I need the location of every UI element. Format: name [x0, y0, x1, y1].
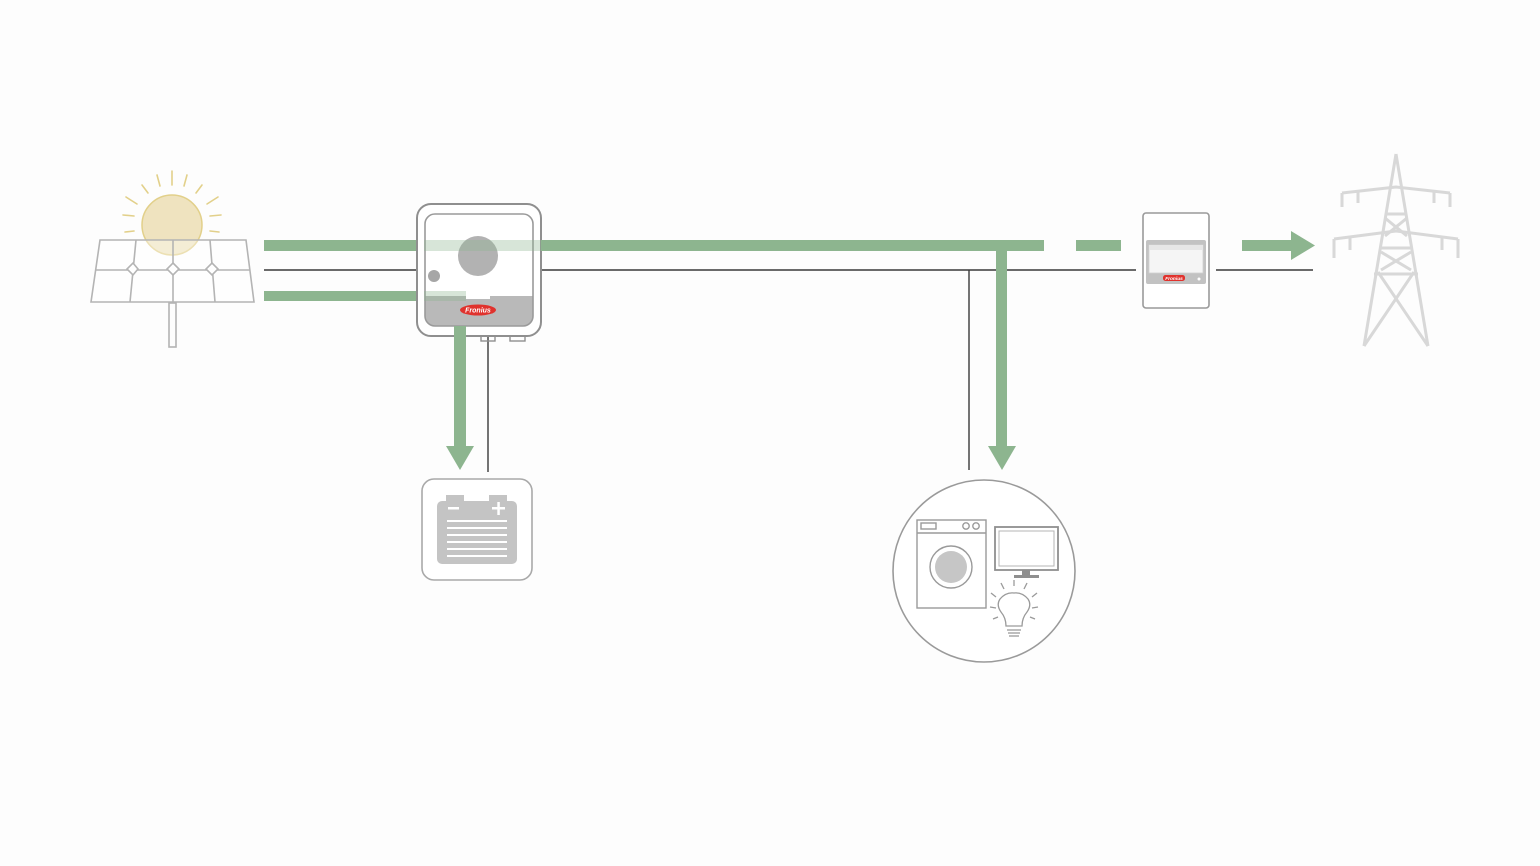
energy-flow-to-battery	[446, 326, 474, 470]
energy-flow-to-loads	[988, 251, 1016, 470]
washing-machine-icon	[916, 519, 987, 609]
ac-dc-cabling	[264, 269, 1313, 472]
meter-logo-text: Fronius	[1165, 276, 1183, 282]
energy-flow-through-inverter	[424, 240, 542, 301]
light-bulb-icon	[989, 580, 1039, 637]
household-loads-icon	[892, 479, 1076, 663]
energy-flow-pv-to-inverter	[264, 240, 424, 301]
smart-meter-icon: Fronius	[1142, 212, 1210, 309]
inverter-logo-text: Fronius	[465, 308, 491, 315]
battery-icon	[421, 478, 533, 581]
solar-panel-icon	[90, 239, 255, 348]
energy-flow-inverter-to-grid	[541, 231, 1315, 260]
power-pylon-icon	[1332, 153, 1460, 347]
meter-fronius-logo: Fronius	[1163, 275, 1185, 282]
fronius-logo: Fronius	[460, 304, 496, 316]
inverter-icon: Fronius	[416, 203, 542, 342]
monitor-icon	[994, 526, 1059, 578]
